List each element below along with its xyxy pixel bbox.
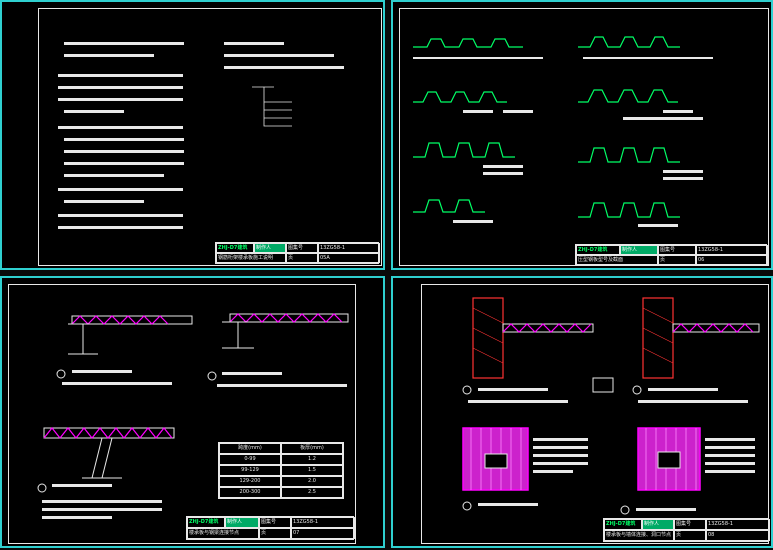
tb-sub: 制作人: [642, 519, 674, 530]
tb-title: 压型钢板型号及截面: [576, 255, 658, 265]
table-cell: 0-99: [219, 454, 281, 465]
tb-sub: 制作人: [620, 245, 658, 255]
thickness-table: 跨度(mm) 板厚(mm) 0-99 1.2 99-129 1.5 129-20…: [218, 442, 344, 499]
sheet-inner-frame: [8, 284, 356, 544]
tb-atlas: 13ZG58-1: [696, 245, 768, 255]
notes-text-lines: [58, 42, 344, 229]
table-cell: 1.5: [281, 465, 343, 476]
table-header-span: 跨度(mm): [219, 443, 281, 454]
table-cell: 2.5: [281, 487, 343, 498]
title-block-1: ZHJ-D7建筑 制作人 图集号 13ZG58-1 钢筋桁架楼承板施工说明 页 …: [215, 242, 380, 264]
sheet-notes: ZHJ-D7建筑 制作人 图集号 13ZG58-1 钢筋桁架楼承板施工说明 页 …: [0, 0, 385, 270]
title-block-2: ZHJ-D7建筑 制作人 图集号 13ZG58-1 压型钢板型号及截面 页 06: [575, 244, 768, 266]
tb-atlas: 13ZG58-1: [706, 519, 770, 530]
tb-page: 06: [696, 255, 768, 265]
tb-sub: 制作人: [225, 517, 259, 528]
tb-atlas: 13ZG58-1: [318, 243, 380, 253]
tb-title: 楼承板与钢梁连接节点: [187, 528, 259, 539]
tb-atlas-label: 图集号: [259, 517, 291, 528]
sheet-deck-profiles: ZHJ-D7建筑 制作人 图集号 13ZG58-1 压型钢板型号及截面 页 06: [391, 0, 773, 270]
title-block-3: ZHJ-D7建筑 制作人 图集号 13ZG58-1 楼承板与钢梁连接节点 页 0…: [186, 516, 355, 540]
wall-opening-drawing: [462, 297, 760, 515]
tb-page-label: 页: [286, 253, 318, 263]
circle-marker-icon: [56, 369, 66, 379]
tb-title: 钢筋桁架楼承板施工说明: [216, 253, 286, 263]
tb-atlas: 13ZG58-1: [291, 517, 355, 528]
table-cell: 129-200: [219, 476, 281, 487]
tb-page-label: 页: [259, 528, 291, 539]
tb-page: 07: [291, 528, 355, 539]
deck-profiles-drawing: [413, 36, 713, 227]
table-cell: 1.2: [281, 454, 343, 465]
table-cell: 99-129: [219, 465, 281, 476]
tb-org: ZHJ-D7建筑: [604, 519, 642, 530]
table-cell: 2.0: [281, 476, 343, 487]
tb-atlas-label: 图集号: [674, 519, 706, 530]
table-cell: 200-300: [219, 487, 281, 498]
tb-org: ZHJ-D7建筑: [216, 243, 254, 253]
tb-page: 08: [706, 530, 770, 541]
tb-page: 05A: [318, 253, 380, 263]
tb-atlas-label: 图集号: [286, 243, 318, 253]
table-header-thickness: 板厚(mm): [281, 443, 343, 454]
tb-page-label: 页: [658, 255, 696, 265]
sheet-beam-connections: 跨度(mm) 板厚(mm) 0-99 1.2 99-129 1.5 129-20…: [0, 276, 385, 548]
tb-sub: 制作人: [254, 243, 286, 253]
tb-org: ZHJ-D7建筑: [576, 245, 620, 255]
beam-connection-drawing: [37, 313, 349, 519]
sheet-wall-openings: ZHJ-D7建筑 制作人 图集号 13ZG58-1 楼承板与墙体连接、洞口节点 …: [391, 276, 773, 548]
tb-atlas-label: 图集号: [658, 245, 696, 255]
title-block-4: ZHJ-D7建筑 制作人 图集号 13ZG58-1 楼承板与墙体连接、洞口节点 …: [603, 518, 770, 542]
tb-page-label: 页: [674, 530, 706, 541]
tb-title: 楼承板与墙体连接、洞口节点: [604, 530, 674, 541]
sheet-inner-frame: [38, 8, 382, 266]
tb-org: ZHJ-D7建筑: [187, 517, 225, 528]
sheet-inner-frame: [421, 284, 769, 544]
